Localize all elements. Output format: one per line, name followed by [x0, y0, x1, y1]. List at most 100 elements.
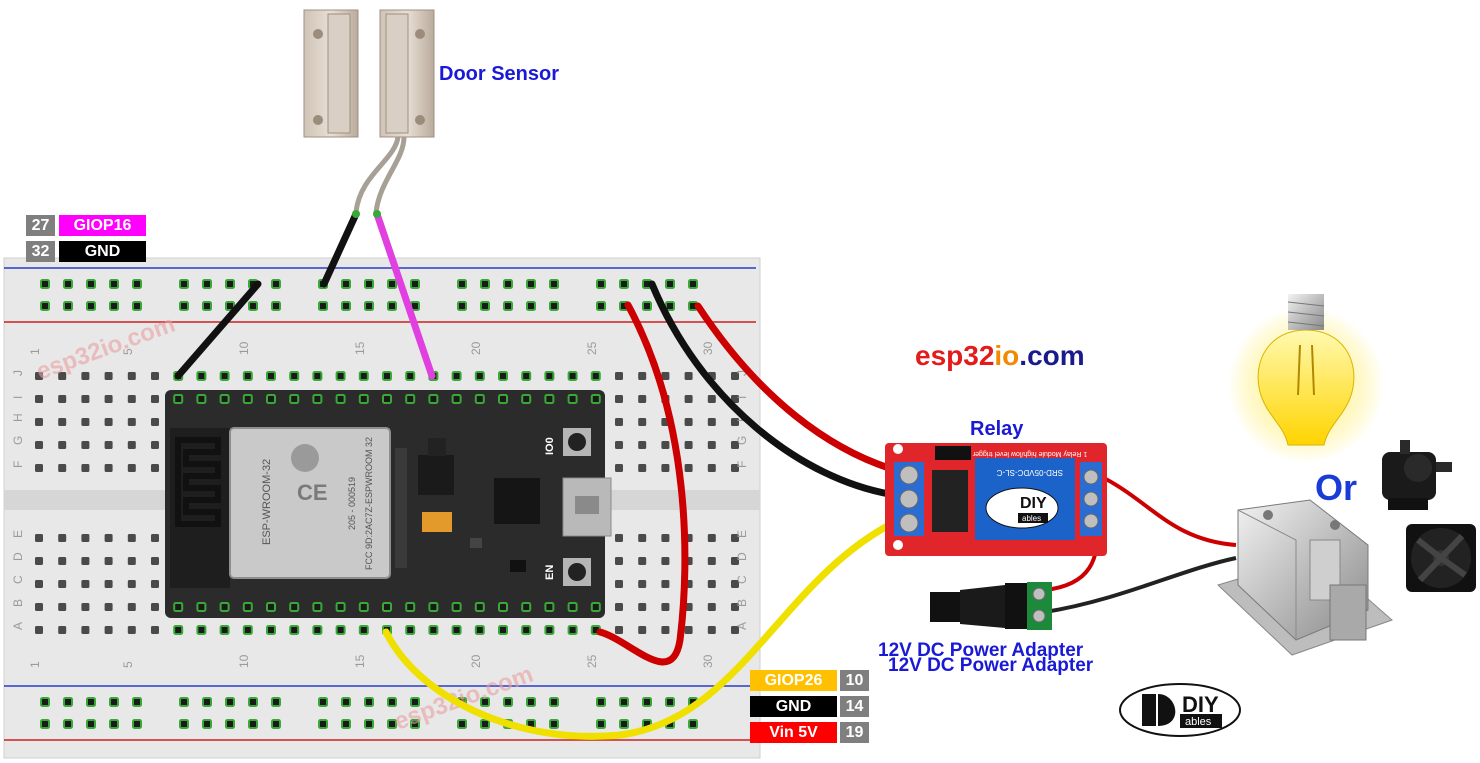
breadboard-hole — [503, 301, 513, 311]
relay-module: SRD-05VDC-SL-C DIY ables ables 1 Relay M… — [885, 443, 1107, 556]
breadboard-hole — [526, 279, 536, 289]
breadboard-hole — [707, 626, 716, 634]
breadboard-hole — [151, 395, 159, 403]
breadboard-hole — [638, 557, 647, 565]
breadboard-hole — [661, 441, 670, 449]
breadboard-hole — [428, 394, 439, 404]
breadboard-hole — [596, 719, 606, 729]
breadboard-hole — [225, 301, 235, 311]
breadboard-hole — [731, 395, 739, 403]
breadboard-hole — [104, 372, 113, 380]
wire-relay-dcminus — [648, 280, 899, 499]
pin-number: 32 — [26, 241, 55, 262]
column-number: 25 — [585, 654, 599, 668]
breadboard-hole — [109, 301, 119, 311]
breadboard-hole — [364, 301, 374, 311]
breadboard-hole — [35, 580, 43, 588]
breadboard-hole — [40, 279, 50, 289]
breadboard-hole — [707, 464, 716, 472]
breadboard-hole — [63, 697, 73, 707]
breadboard-hole — [104, 557, 113, 565]
pin-number: 14 — [840, 696, 869, 717]
column-number: 15 — [353, 341, 367, 355]
breadboard-hole — [457, 301, 467, 311]
breadboard-hole — [312, 394, 323, 404]
breadboard-hole — [707, 580, 716, 588]
breadboard-hole — [242, 625, 253, 635]
breadboard-hole — [731, 534, 739, 542]
breadboard-hole — [382, 371, 392, 381]
breadboard-hole — [642, 697, 652, 707]
breadboard-hole — [480, 719, 490, 729]
breadboard-hole — [81, 626, 90, 634]
breadboard-hole — [196, 394, 207, 404]
breadboard-hole — [451, 394, 462, 404]
row-letter: G — [735, 436, 749, 445]
breadboard-hole — [544, 394, 555, 404]
breadboard-hole — [127, 534, 136, 542]
breadboard-hole — [179, 279, 189, 289]
breadboard-hole — [202, 301, 212, 311]
breadboard-hole — [173, 625, 184, 635]
breadboard-hole — [151, 603, 159, 611]
breadboard-hole — [451, 602, 462, 612]
column-number: 25 — [585, 341, 599, 355]
breadboard-hole — [289, 625, 300, 635]
breadboard-hole — [364, 719, 374, 729]
breadboard-hole — [225, 697, 235, 707]
breadboard-hole — [266, 625, 276, 635]
pin-number: 10 — [840, 670, 869, 691]
breadboard-hole — [619, 697, 629, 707]
breadboard-hole — [731, 464, 739, 472]
breadboard-hole — [104, 418, 113, 426]
pin-name: GIOP16 — [59, 215, 146, 236]
row-letter: F — [11, 461, 25, 468]
or-label: Or — [1315, 467, 1357, 508]
pin-name: Vin 5V — [750, 722, 837, 743]
breadboard-hole — [104, 441, 113, 449]
breadboard-hole — [81, 464, 90, 472]
breadboard-hole — [318, 719, 328, 729]
relay-diy-text: DIY — [1020, 495, 1047, 512]
relay-label: Relay — [970, 418, 1024, 440]
breadboard-hole — [731, 557, 739, 565]
breadboard-hole — [688, 719, 698, 729]
breadboard-hole — [428, 625, 439, 635]
breadboard-hole — [151, 580, 159, 588]
breadboard-hole — [387, 301, 397, 311]
breadboard-hole — [638, 372, 647, 380]
wire-vin-5v — [596, 301, 689, 666]
diyables-logo-diy: DIY — [1182, 692, 1219, 717]
breadboard-hole — [35, 418, 43, 426]
breadboard-hole — [104, 603, 113, 611]
breadboard-hole — [619, 279, 629, 289]
breadboard-hole — [109, 697, 119, 707]
row-letter: J — [11, 370, 25, 376]
breadboard-hole — [544, 602, 555, 612]
breadboard-hole — [567, 371, 578, 381]
breadboard-hole — [521, 394, 532, 404]
breadboard-hole — [219, 394, 230, 404]
wire-sensor-signal — [373, 210, 436, 380]
site-brand-orange: io — [994, 340, 1019, 371]
breadboard-hole — [590, 371, 601, 381]
row-letter: G — [11, 436, 25, 445]
breadboard-hole — [526, 301, 536, 311]
breadboard-hole — [341, 279, 351, 289]
water-pump — [1382, 440, 1452, 510]
breadboard-hole — [549, 279, 559, 289]
breadboard-hole — [58, 534, 67, 542]
breadboard-hole — [35, 441, 43, 449]
cert-label: 205 - 000519 — [347, 477, 357, 530]
breadboard-hole — [428, 602, 439, 612]
breadboard-hole — [615, 580, 623, 588]
breadboard-hole — [196, 602, 207, 612]
site-brand-blue: .com — [1019, 340, 1084, 371]
breadboard-hole — [410, 719, 420, 729]
breadboard-hole — [684, 626, 693, 634]
breadboard-hole — [151, 441, 159, 449]
breadboard-hole — [104, 580, 113, 588]
breadboard-hole — [665, 697, 675, 707]
breadboard-hole — [707, 557, 716, 565]
